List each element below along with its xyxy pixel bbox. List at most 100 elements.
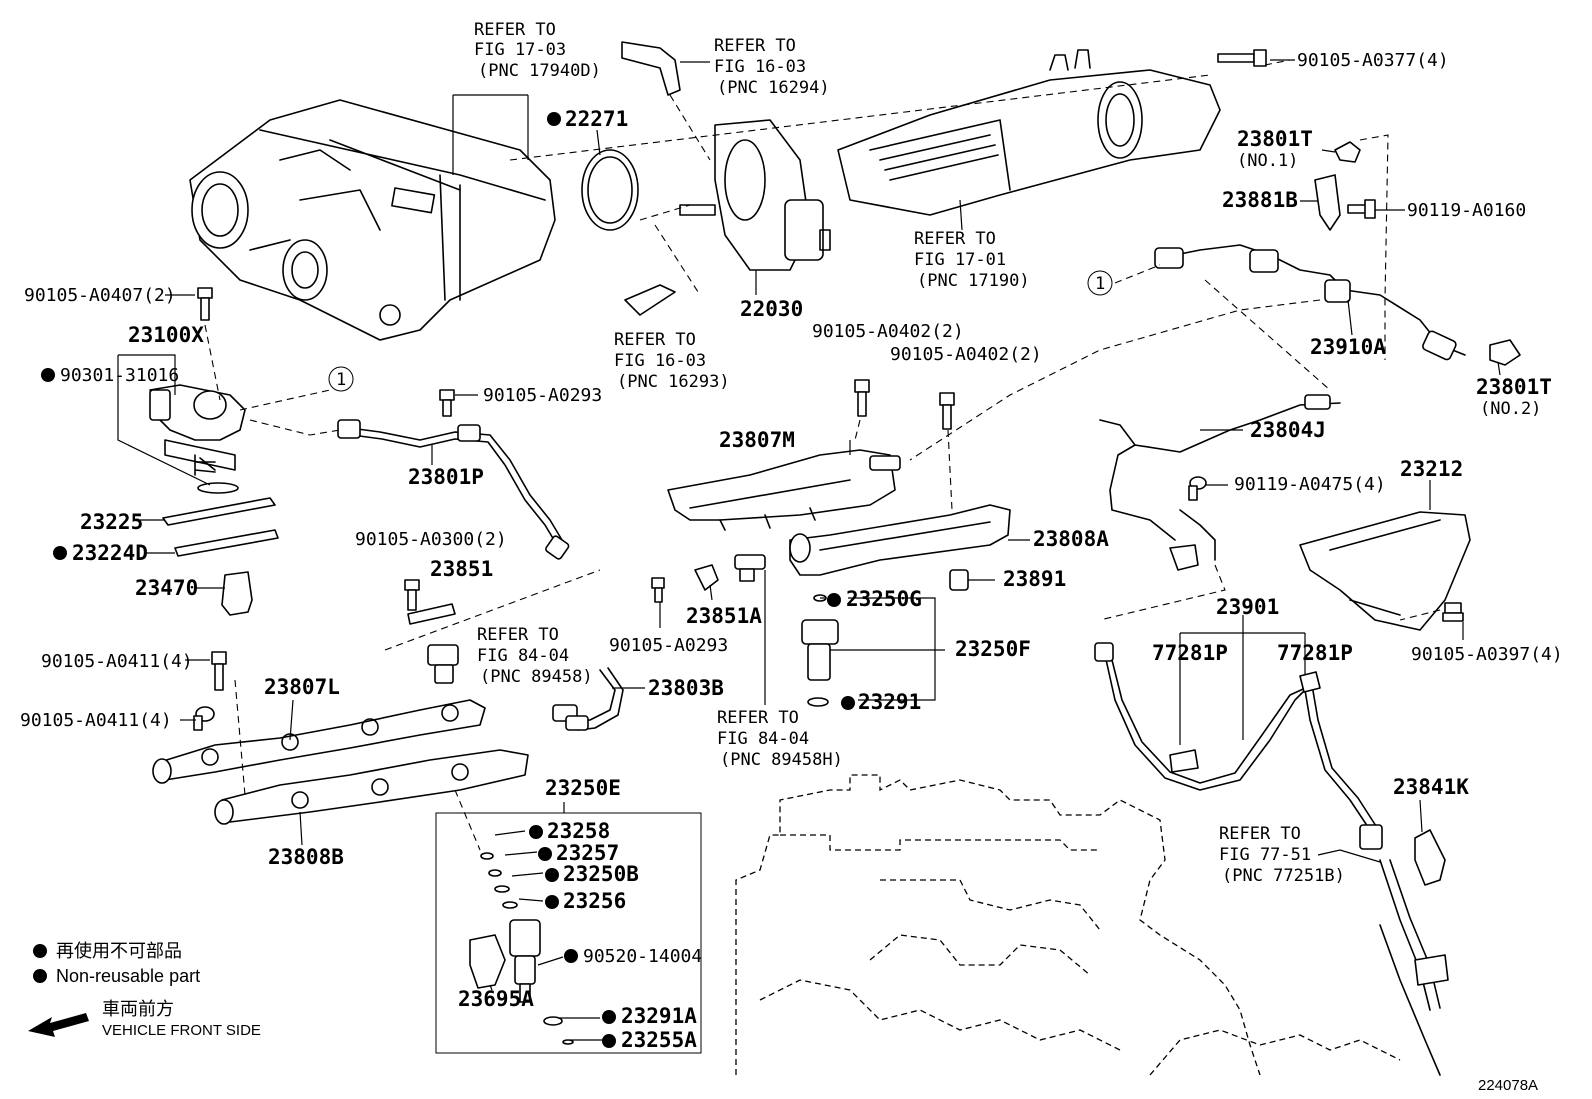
part-number: 22030 bbox=[740, 297, 803, 321]
part-number: 23255A bbox=[621, 1028, 697, 1052]
sensor-23851 bbox=[404, 579, 456, 625]
callout-text: FIG 17-03 bbox=[474, 40, 566, 60]
legend: 再使用不可部品 Non-reusable part 車両前方 VEHICLE F… bbox=[56, 941, 261, 1039]
callout-text: REFER TO bbox=[914, 229, 996, 249]
injector-23250f bbox=[801, 594, 839, 707]
part-number: 90105-A0402(2) bbox=[812, 321, 964, 342]
callout-text: (PNC 16293) bbox=[617, 372, 730, 392]
bolt-90105-a0402-b bbox=[939, 392, 955, 430]
bolt-90119-a0475 bbox=[1188, 476, 1207, 501]
callout-text: (PNC 17190) bbox=[917, 271, 1030, 291]
callout-text: FIG 16-03 bbox=[614, 351, 706, 371]
throttle-body-22030 bbox=[679, 119, 831, 271]
bolt-90119-a0160 bbox=[1347, 199, 1376, 219]
part-number: 90301-31016 bbox=[60, 365, 179, 386]
fuel-pipe-23910a bbox=[1154, 244, 1466, 361]
pressure-sensor-89458 bbox=[427, 644, 459, 684]
part-number: 23250G bbox=[846, 587, 922, 611]
diagram-code: 224078A bbox=[1478, 1077, 1538, 1094]
callout-text: (PNC 89458H) bbox=[720, 750, 843, 770]
legend-jp-nonreusable: 再使用不可部品 bbox=[56, 941, 182, 961]
part-number: 23258 bbox=[547, 819, 610, 843]
gasket-23225 bbox=[162, 497, 276, 526]
callout-text: REFER TO bbox=[717, 708, 799, 728]
wire-harness-23901 bbox=[1094, 642, 1383, 850]
callout-text: REFER TO bbox=[714, 36, 796, 56]
part-number: 90105-A0300(2) bbox=[355, 529, 507, 550]
callout-text: FIG 77-51 bbox=[1219, 845, 1311, 865]
part-number: 23225 bbox=[80, 510, 143, 534]
part-number: 23851 bbox=[430, 557, 493, 581]
callout-text: (PNC 16294) bbox=[717, 78, 830, 98]
part-number: 90105-A0293 bbox=[609, 635, 728, 656]
callout-text: REFER TO bbox=[474, 20, 556, 40]
part-number: 23891 bbox=[1003, 567, 1066, 591]
part-number: 23910A bbox=[1310, 335, 1386, 359]
part-number: 23807M bbox=[719, 428, 795, 452]
part-number: 23804J bbox=[1250, 418, 1326, 442]
part-number: 23256 bbox=[563, 889, 626, 913]
legend-en-nonreusable: Non-reusable part bbox=[56, 966, 200, 986]
part-number: 23801P bbox=[408, 465, 484, 489]
fuel-rail-23807l bbox=[152, 699, 486, 784]
connector-77251b bbox=[1379, 859, 1449, 1076]
fuel-tube-23803b bbox=[552, 667, 624, 731]
bracket-23851a bbox=[694, 564, 719, 591]
part-number: 23250B bbox=[563, 862, 639, 886]
part-number: 23901 bbox=[1216, 595, 1279, 619]
callout-text: (NO.1) bbox=[1237, 151, 1298, 171]
callout-text: (NO.2) bbox=[1480, 399, 1541, 419]
delivery-pipe-23807m bbox=[667, 449, 901, 531]
callout-text: FIG 17-01 bbox=[914, 250, 1006, 270]
part-number: 23470 bbox=[135, 576, 198, 600]
nonreusable-dots bbox=[33, 112, 855, 1048]
part-number: 23881B bbox=[1222, 188, 1298, 212]
hose-upper bbox=[621, 41, 681, 96]
callout-text: FIG 16-03 bbox=[714, 57, 806, 77]
hose-lower bbox=[624, 284, 676, 316]
legend-en-front: VEHICLE FRONT SIDE bbox=[102, 1022, 261, 1039]
bolt-90105-a0411-a bbox=[211, 651, 227, 691]
part-number: 23807L bbox=[264, 675, 340, 699]
part-number: 23224D bbox=[72, 541, 148, 565]
bolt-90105-a0293-upper bbox=[439, 389, 455, 417]
bolt-90105-a0411-b bbox=[193, 706, 215, 731]
bracket-23881b bbox=[1314, 174, 1341, 231]
part-number: 90105-A0397(4) bbox=[1411, 644, 1563, 665]
delivery-pipe-23808a bbox=[789, 504, 1011, 576]
callout-text: (PNC 77251B) bbox=[1222, 866, 1345, 886]
bolt-90105-a0407 bbox=[197, 287, 213, 321]
callout-text: (PNC 89458) bbox=[480, 667, 593, 687]
part-number: 23100X bbox=[128, 323, 204, 347]
guide-lines bbox=[204, 59, 1441, 851]
insulator-23224d bbox=[174, 529, 279, 557]
part-number: 90119-A0160 bbox=[1407, 200, 1526, 221]
part-number: 77281P bbox=[1152, 641, 1228, 665]
part-number: 23801T bbox=[1476, 375, 1552, 399]
part-number: 23808A bbox=[1033, 527, 1109, 551]
clamp-23801t-no1 bbox=[1334, 141, 1361, 163]
bolt-90105-a0397 bbox=[1442, 602, 1464, 622]
fuel-rail-23808b bbox=[214, 749, 529, 825]
intake-manifold bbox=[837, 49, 1221, 216]
callout-text: REFER TO bbox=[1219, 824, 1301, 844]
part-number: 23841K bbox=[1393, 775, 1469, 799]
part-number: 90105-A0407(2) bbox=[24, 285, 176, 306]
part-23470 bbox=[221, 571, 253, 616]
fuel-pump-23100x bbox=[149, 384, 246, 494]
part-number: 90105-A0293 bbox=[483, 385, 602, 406]
gasket-22271 bbox=[581, 149, 639, 231]
part-number: 90119-A0475(4) bbox=[1234, 474, 1386, 495]
bolt-90105-a0377 bbox=[1217, 49, 1267, 67]
bolt-90105-a0293-lower bbox=[651, 577, 665, 603]
part-23891 bbox=[949, 569, 969, 591]
part-number: 23257 bbox=[556, 841, 619, 865]
sensor-89458h bbox=[734, 554, 766, 582]
part-number: 77281P bbox=[1277, 641, 1353, 665]
part-number: 23808B bbox=[268, 845, 344, 869]
callout-text: REFER TO bbox=[477, 625, 559, 645]
intercooler-assembly bbox=[189, 99, 556, 341]
part-number: 90105-A0411(4) bbox=[20, 710, 172, 731]
bolt-90105-a0402-a bbox=[854, 379, 870, 417]
part-number: 23212 bbox=[1400, 457, 1463, 481]
